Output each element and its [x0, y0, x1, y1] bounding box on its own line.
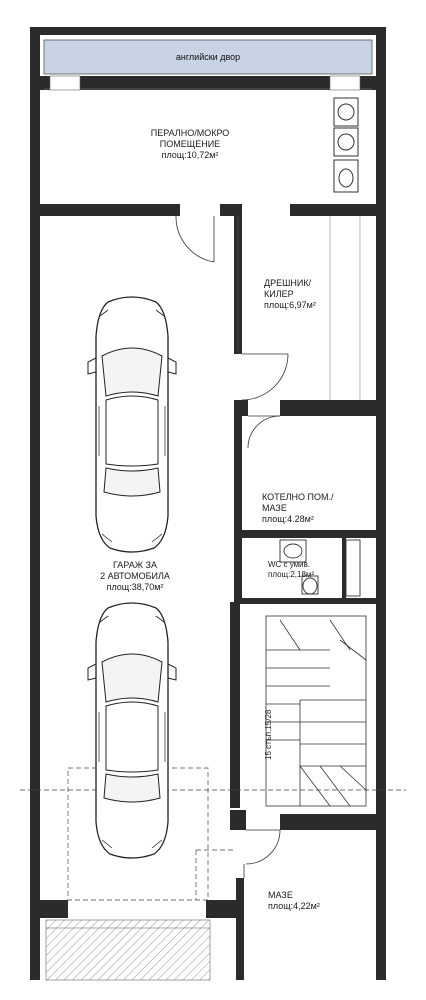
courtyard-label: английски двор	[175, 52, 241, 62]
boiler-area: площ:4.28м²	[262, 514, 314, 524]
storage-area: площ:4,22м²	[268, 901, 320, 911]
boiler-name-line2: МАЗЕ	[262, 503, 287, 513]
garage-name-line1: ГАРАЖ ЗА	[113, 560, 157, 570]
garage-area: площ:38,70м²	[106, 582, 164, 592]
room-label-laundry: ПЕРАЛНО/МОКРО ПОМЕЩЕНИЕ площ:10,72м²	[130, 128, 250, 161]
wardrobe-name-line2: КИЛЕР	[264, 289, 294, 299]
laundry-name-line2: ПОМЕЩЕНИЕ	[159, 139, 221, 149]
entrance-ramp	[45, 919, 211, 981]
outer-walls	[30, 27, 386, 980]
laundry-area: площ:10,72м²	[161, 150, 219, 160]
wc-fixtures	[279, 539, 361, 597]
dashed-lines	[20, 767, 406, 901]
english-courtyard	[43, 39, 373, 75]
room-label-boiler: КОТЕЛНО ПОМ./ МАЗЕ площ:4.28м²	[262, 492, 334, 525]
car-2	[87, 602, 177, 859]
room-label-storage: МАЗЕ площ:4,22м²	[268, 890, 320, 912]
staircase	[265, 615, 367, 807]
boiler-name-line1: КОТЕЛНО ПОМ./	[262, 492, 334, 502]
wc-name: WC с умив.	[268, 560, 311, 569]
storage-name: МАЗЕ	[268, 890, 293, 900]
garage-name-line2: 2 АВТОМОБИЛА	[100, 571, 170, 581]
car-1	[87, 296, 177, 553]
room-label-garage: ГАРАЖ ЗА 2 АВТОМОБИЛА площ:38,70м²	[80, 560, 190, 593]
room-label-wardrobe: ДРЕШНИК/ КИЛЕР площ:6,97м²	[264, 278, 316, 311]
doors	[175, 215, 289, 878]
interior-walls	[30, 204, 376, 980]
stair-label: 15 стъп.15/28	[264, 709, 273, 760]
laundry-name-line1: ПЕРАЛНО/МОКРО	[150, 128, 230, 138]
wardrobe-area: площ:6,97м²	[264, 300, 316, 310]
wardrobe-name-line1: ДРЕШНИК/	[264, 278, 312, 288]
washing-machines	[333, 97, 359, 193]
wc-area: площ:2,18м²	[268, 570, 315, 579]
room-label-wc: WC с умив. площ:2,18м²	[268, 560, 314, 580]
